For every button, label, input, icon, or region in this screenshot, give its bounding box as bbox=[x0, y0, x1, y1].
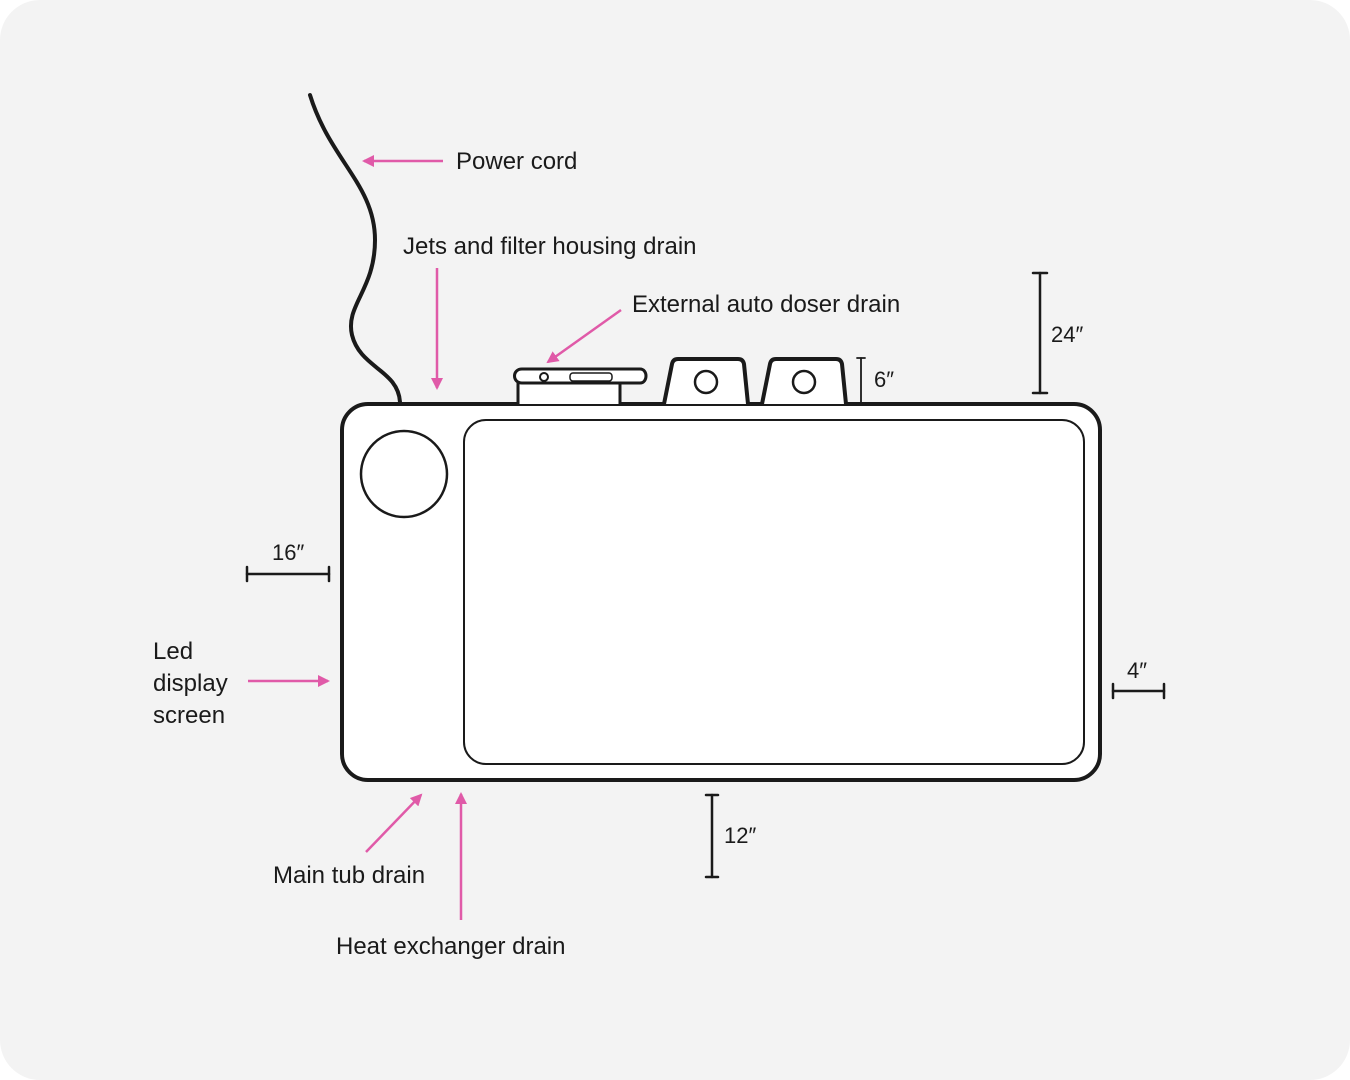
left-clearance-marker bbox=[245, 565, 331, 583]
power-cord-label: Power cord bbox=[456, 148, 577, 175]
power-cord bbox=[308, 93, 402, 404]
led-display-circle bbox=[359, 429, 449, 519]
led-label-line-2: display bbox=[153, 670, 228, 697]
top-clearance-value: 24″ bbox=[1051, 322, 1083, 347]
port-2-opening bbox=[791, 369, 817, 395]
auto-doser-label: External auto doser drain bbox=[632, 291, 900, 318]
tub-inner-basin bbox=[463, 419, 1085, 765]
bottom-clearance-value: 12″ bbox=[724, 823, 756, 848]
auto-doser-arrow bbox=[546, 308, 622, 364]
right-clearance-marker bbox=[1111, 682, 1166, 700]
port-height-value: 6″ bbox=[874, 367, 894, 392]
left-clearance-value: 16″ bbox=[272, 540, 304, 565]
port-1-opening bbox=[693, 369, 719, 395]
port-height-marker bbox=[856, 357, 866, 405]
bottom-clearance-marker bbox=[704, 793, 720, 879]
main-tub-drain-label: Main tub drain bbox=[273, 862, 425, 889]
auto-doser-slot bbox=[569, 372, 613, 382]
led-label-line-3: screen bbox=[153, 702, 225, 729]
right-clearance-value: 4″ bbox=[1127, 658, 1147, 683]
led-label-line-1: Led bbox=[153, 638, 193, 665]
heat-exchanger-label: Heat exchanger drain bbox=[336, 933, 565, 960]
top-clearance-marker bbox=[1031, 271, 1049, 395]
main-tub-drain-arrow bbox=[365, 793, 423, 853]
jets-drain-label: Jets and filter housing drain bbox=[403, 233, 697, 260]
port-housing-1 bbox=[662, 357, 750, 406]
tub-body bbox=[340, 402, 1102, 782]
port-housing-2 bbox=[760, 357, 848, 406]
auto-doser-housing bbox=[516, 380, 622, 406]
auto-doser-port bbox=[539, 372, 549, 382]
